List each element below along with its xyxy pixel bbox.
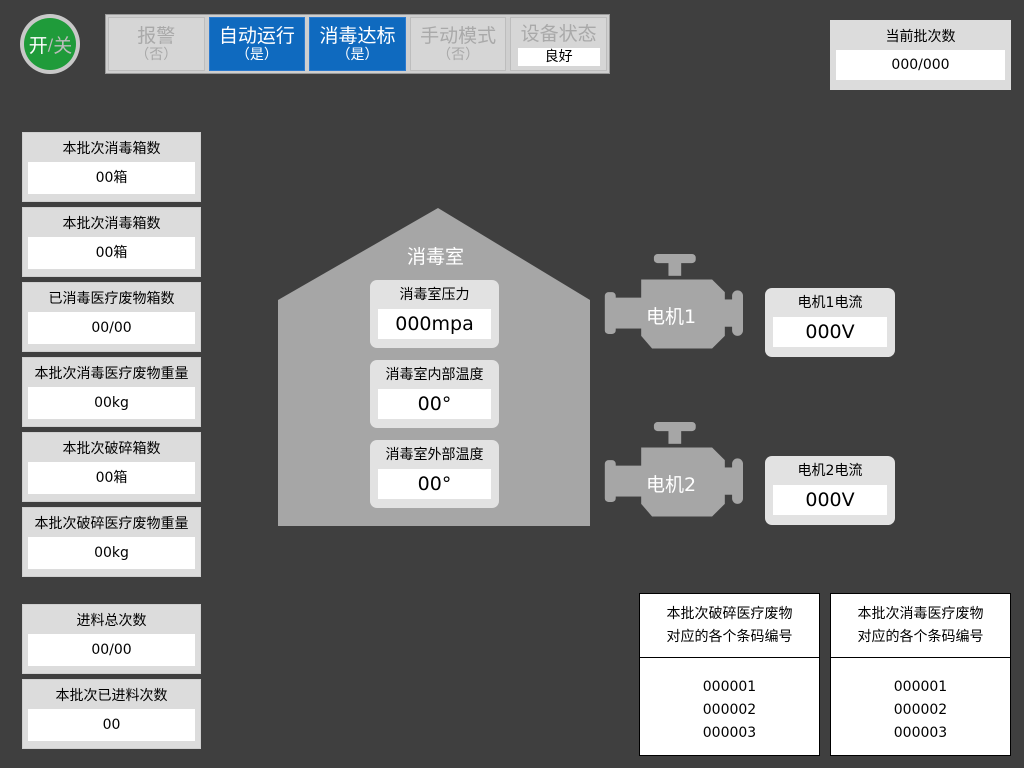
power-on-label: 开 <box>28 34 48 57</box>
disinfected-barcode-list: 000001 000002 000003 <box>831 658 1010 745</box>
motor-1-current-card: 电机1电流 000V <box>765 288 895 357</box>
current-batch-card: 当前批次数 000/000 <box>830 20 1011 90</box>
motor-2-current-card: 电机2电流 000V <box>765 456 895 525</box>
stat-card-value: 00kg <box>28 537 195 569</box>
stat-card-value: 00箱 <box>28 462 195 494</box>
chamber-inner-temp-label: 消毒室内部温度 <box>385 367 484 383</box>
motor-2-icon <box>604 422 743 517</box>
device-status-value: 良好 <box>517 47 600 66</box>
chamber-pressure-value: 000mpa <box>378 309 491 339</box>
disinfected-barcode-title-2: 对应的各个条码编号 <box>857 628 984 645</box>
power-separator: / <box>47 34 53 54</box>
stat-card-value: 00kg <box>28 387 195 419</box>
stat-card-label: 本批次消毒医疗废物重量 <box>34 366 189 382</box>
stat-card-disinfect-weight: 本批次消毒医疗废物重量 00kg <box>22 357 201 427</box>
stat-card-disinfect-boxes-1: 本批次消毒箱数 00箱 <box>22 132 201 202</box>
crushed-barcode-header: 本批次破碎医疗废物 对应的各个条码编号 <box>640 594 819 658</box>
chamber-outer-temp-card: 消毒室外部温度 00° <box>370 440 499 508</box>
power-toggle-face: 开/关 <box>24 18 76 70</box>
barcode-item: 000001 <box>702 679 757 695</box>
stat-card-value: 00箱 <box>28 162 195 194</box>
motor-1-current-value: 000V <box>773 317 887 347</box>
stat-card-value: 00 <box>28 709 195 741</box>
motor-2-current-label: 电机2电流 <box>797 463 863 479</box>
crushed-barcode-title-2: 对应的各个条码编号 <box>666 628 793 645</box>
disinfected-barcode-title-1: 本批次消毒医疗废物 <box>857 605 984 622</box>
stat-card-value: 00/00 <box>28 312 195 344</box>
chamber-pressure-card: 消毒室压力 000mpa <box>370 280 499 348</box>
tab-manual-mode-state: （否） <box>437 47 480 63</box>
chamber-inner-temp-value: 00° <box>378 389 491 419</box>
tab-auto-run-state: （是） <box>235 47 278 63</box>
power-toggle[interactable]: 开/关 <box>20 14 80 74</box>
stat-card-label: 进料总次数 <box>76 613 147 629</box>
stat-card-disinfected-waste-boxes: 已消毒医疗废物箱数 00/00 <box>22 282 201 352</box>
status-tab-bar: 报警 （否） 自动运行 （是） 消毒达标 （是） 手动模式 （否） 设备状态 良… <box>105 14 610 74</box>
barcode-item: 000001 <box>893 679 948 695</box>
chamber-inner-temp-card: 消毒室内部温度 00° <box>370 360 499 428</box>
motor-2-current-value: 000V <box>773 485 887 515</box>
stat-card-value: 00/00 <box>28 634 195 666</box>
chamber-pressure-label: 消毒室压力 <box>399 287 470 303</box>
crushed-barcode-list: 000001 000002 000003 <box>640 658 819 745</box>
barcode-item: 000002 <box>702 702 757 718</box>
motor-1-label: 电机1 <box>646 306 697 328</box>
tab-auto-run[interactable]: 自动运行 （是） <box>208 17 306 71</box>
power-off-label: 关 <box>53 34 72 57</box>
device-status-title: 设备状态 <box>520 22 597 45</box>
disinfected-barcode-panel: 本批次消毒医疗废物 对应的各个条码编号 000001 000002 000003 <box>830 593 1011 756</box>
tab-disinfection-ok-state: （是） <box>336 47 379 63</box>
barcode-item: 000003 <box>893 725 948 741</box>
motor-1-icon <box>604 254 743 349</box>
tab-disinfection-ok-title: 消毒达标 <box>319 25 396 47</box>
tab-disinfection-ok[interactable]: 消毒达标 （是） <box>309 17 406 71</box>
motor-1-current-label: 电机1电流 <box>797 295 863 311</box>
crushed-barcode-panel: 本批次破碎医疗废物 对应的各个条码编号 000001 000002 000003 <box>639 593 820 756</box>
chamber-outer-temp-label: 消毒室外部温度 <box>385 447 484 463</box>
stat-card-crush-boxes: 本批次破碎箱数 00箱 <box>22 432 201 502</box>
stat-card-label: 本批次消毒箱数 <box>62 216 161 232</box>
stat-card-label: 本批次破碎医疗废物重量 <box>34 516 189 532</box>
tab-auto-run-title: 自动运行 <box>218 25 295 47</box>
barcode-item: 000002 <box>893 702 948 718</box>
stat-card-label: 已消毒医疗废物箱数 <box>48 291 175 307</box>
barcode-item: 000003 <box>702 725 757 741</box>
stat-card-feed-batch: 本批次已进料次数 00 <box>22 679 201 749</box>
tab-manual-mode[interactable]: 手动模式 （否） <box>409 17 507 71</box>
stat-card-value: 00箱 <box>28 237 195 269</box>
disinfected-barcode-header: 本批次消毒医疗废物 对应的各个条码编号 <box>831 594 1010 658</box>
stat-card-feed-total: 进料总次数 00/00 <box>22 604 201 674</box>
tab-manual-mode-title: 手动模式 <box>420 25 497 47</box>
tab-alarm-title: 报警 <box>137 25 176 47</box>
stat-card-disinfect-boxes-2: 本批次消毒箱数 00箱 <box>22 207 201 277</box>
tab-device-status[interactable]: 设备状态 良好 <box>510 17 607 71</box>
current-batch-value: 000/000 <box>836 50 1005 80</box>
current-batch-label: 当前批次数 <box>885 29 956 45</box>
stat-card-label: 本批次已进料次数 <box>55 688 168 704</box>
stat-card-label: 本批次破碎箱数 <box>62 441 161 457</box>
motor-2-label: 电机2 <box>646 474 697 496</box>
tab-alarm-state: （否） <box>135 47 178 63</box>
tab-alarm[interactable]: 报警 （否） <box>108 17 205 71</box>
crushed-barcode-title-1: 本批次破碎医疗废物 <box>666 605 793 622</box>
chamber-outer-temp-value: 00° <box>378 469 491 499</box>
stat-card-crush-weight: 本批次破碎医疗废物重量 00kg <box>22 507 201 577</box>
chamber-title: 消毒室 <box>406 246 464 268</box>
stat-card-label: 本批次消毒箱数 <box>62 141 161 157</box>
